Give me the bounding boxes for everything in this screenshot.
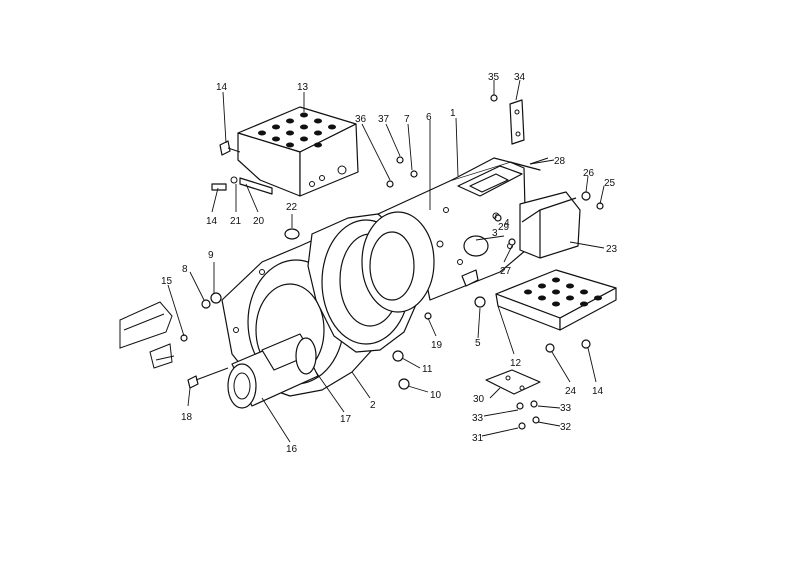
callout-9: 9 [208,250,214,261]
callout-20: 20 [253,216,265,227]
callout-33-right: 33 [560,403,572,414]
callout-1: 1 [450,108,456,119]
transmission-case [361,157,541,313]
callout-26: 26 [583,168,595,179]
callout-29: 29 [498,222,510,233]
callout-8: 8 [182,264,188,275]
right-step-plate [495,269,617,331]
step-bracket [211,176,273,195]
bottom-cover-plate [485,369,541,395]
callout-3: 3 [492,228,498,239]
callout-15: 15 [161,276,173,287]
callout-13: 13 [297,82,309,93]
callout-2: 2 [370,400,376,411]
top-step-plate [237,106,359,197]
callout-14-left: 14 [206,216,218,227]
callout-5: 5 [475,338,481,349]
callout-36: 36 [355,114,367,125]
callout-7: 7 [404,114,410,125]
callout-23: 23 [606,244,618,255]
callout-27: 27 [500,266,512,277]
leader-lines [167,79,605,443]
bracket-34 [509,99,525,145]
callout-33-left: 33 [472,413,484,424]
callout-30: 30 [473,394,485,405]
callout-19: 19 [431,340,443,351]
callout-31: 31 [472,433,484,444]
callout-28: 28 [554,156,566,167]
bearing-22 [284,228,300,240]
callout-25: 25 [604,178,616,189]
callout-18: 18 [181,412,193,423]
small-parts [180,94,604,430]
callout-14-right: 14 [592,386,604,397]
callout-6: 6 [426,112,432,123]
callout-labels: 1 2 3 4 5 6 7 8 9 10 11 12 13 14 14 14 1… [161,72,618,455]
callout-34: 34 [514,72,526,83]
callout-11: 11 [422,364,433,375]
bolt-14-top [219,140,241,156]
callout-10: 10 [430,390,442,401]
callout-32: 32 [560,422,572,433]
callout-37: 37 [378,114,390,125]
callout-12: 12 [510,358,522,369]
callout-35: 35 [488,72,500,83]
starter-motor [227,333,319,409]
callout-4: 4 [504,218,510,229]
engine-frame-fragment [119,301,175,369]
callout-21: 21 [230,216,242,227]
callout-24: 24 [565,386,577,397]
callout-17: 17 [340,414,352,425]
callout-22: 22 [286,202,298,213]
callout-14-top: 14 [216,82,228,93]
callout-16: 16 [286,444,298,455]
side-cover [519,191,581,259]
